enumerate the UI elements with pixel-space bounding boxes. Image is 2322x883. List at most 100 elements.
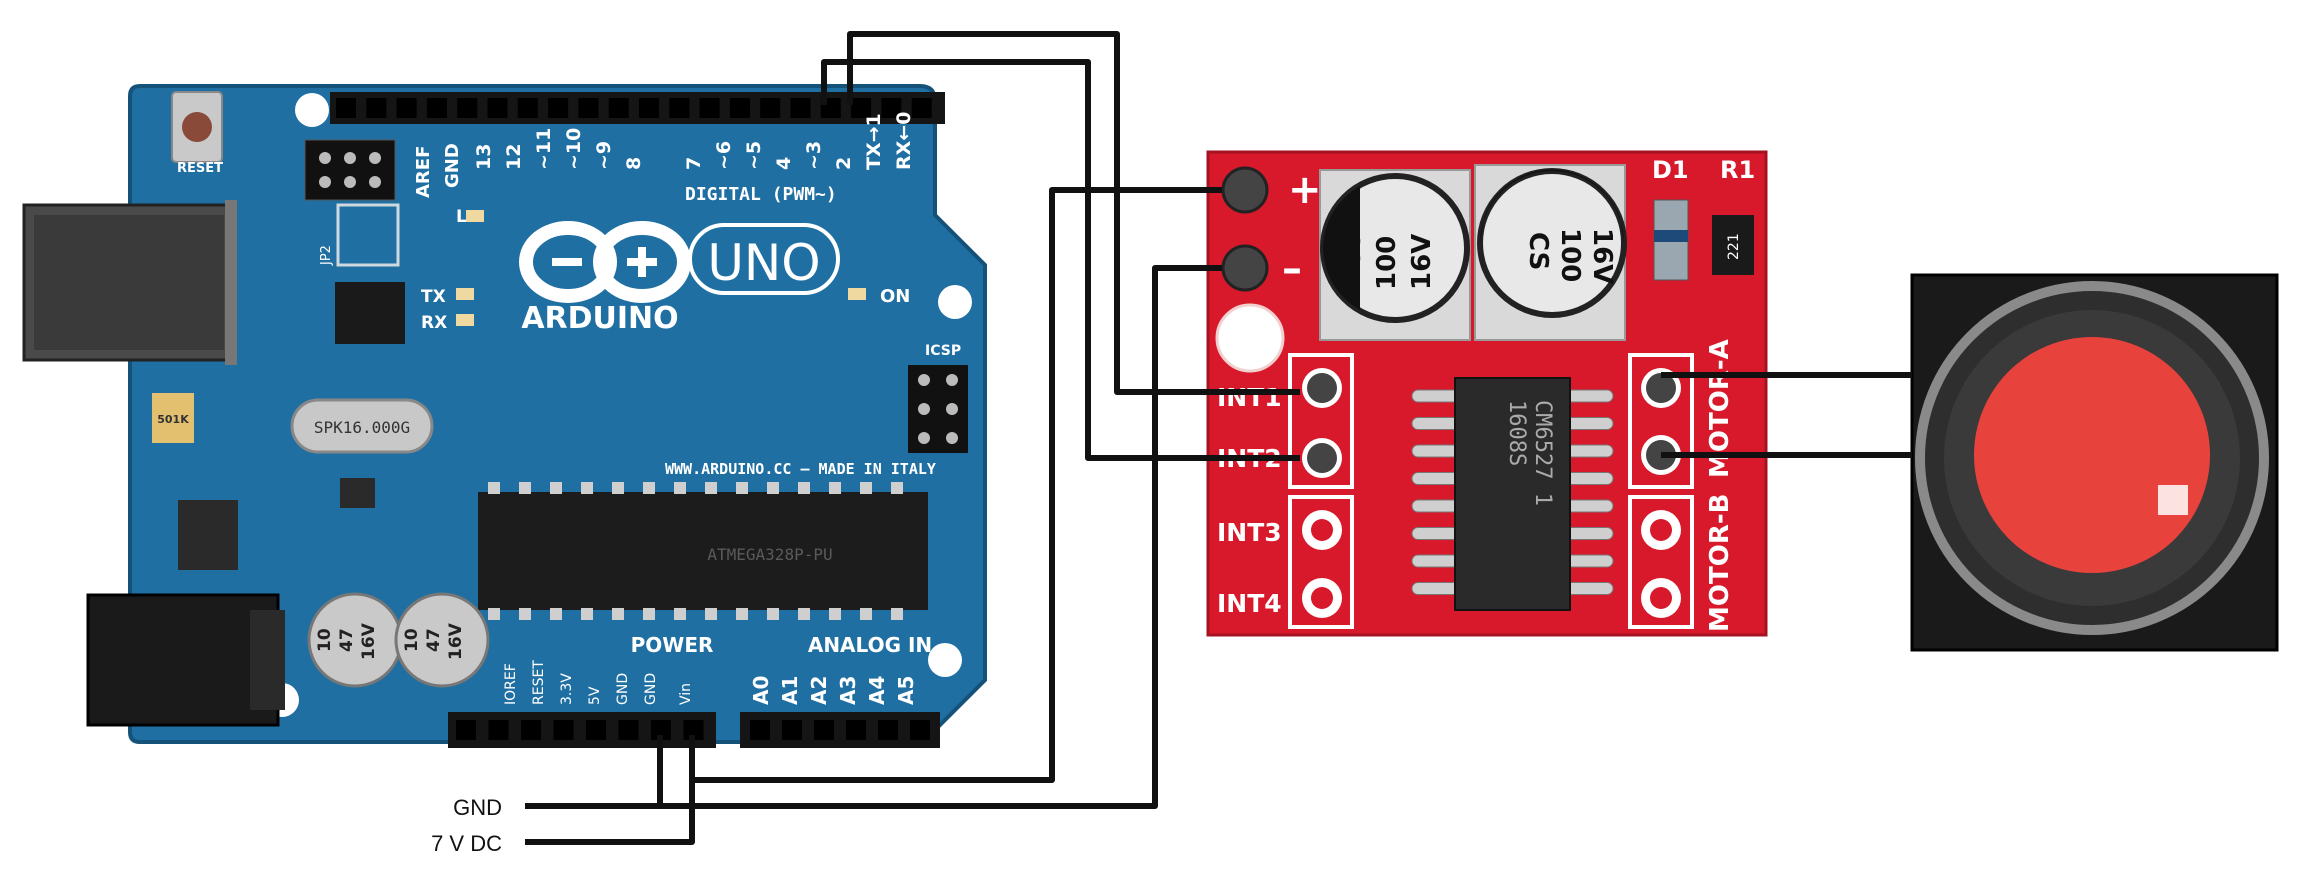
cap-value: 100 (1555, 228, 1585, 282)
digital-pin-label: ~3 (803, 141, 825, 170)
crystal-text: SPK16.000G (314, 418, 410, 437)
header-socket (814, 720, 834, 740)
power-pin-label: GND (615, 673, 631, 705)
ic-leg (1564, 417, 1614, 430)
digital-pin-label: ~5 (743, 141, 765, 170)
chip-leg (674, 482, 686, 494)
plus-label: + (1288, 167, 1322, 213)
analog-pin-label: A0 (749, 676, 773, 705)
power-pin-label: GND (643, 673, 659, 705)
header-socket (456, 720, 476, 740)
chip-legs (488, 482, 903, 620)
cap-value: 100 (1372, 236, 1402, 290)
cap-voltage: 16V (1587, 228, 1617, 284)
chip-leg (736, 608, 748, 620)
chip-leg (705, 608, 717, 620)
arduino-logo: ARDUINO UNO (519, 221, 840, 336)
resistor-code: 221 (1726, 233, 1742, 260)
header-socket (517, 98, 538, 118)
chip-leg (705, 482, 717, 494)
arduino-brand: ARDUINO (521, 301, 678, 336)
minus-label: – (1282, 246, 1302, 292)
digital-pin-label: ~11 (533, 128, 555, 170)
ic-text-2: CM6527 1 (1530, 400, 1555, 506)
arduino-capacitor-1: 10 47 16V (307, 592, 403, 688)
cap-brand: CS (1523, 232, 1553, 270)
reset-label: RESET (177, 161, 223, 176)
header-socket (488, 720, 509, 740)
power-pin-label: RESET (531, 660, 547, 705)
pad-int3 (1302, 510, 1342, 550)
wire-vdc-supply (525, 780, 695, 845)
ic-leg (1411, 499, 1461, 513)
chip-leg (736, 482, 748, 494)
header-socket (910, 720, 930, 740)
smd-chip (340, 478, 375, 508)
digital-pin-label: TX→1 (863, 113, 885, 170)
chip-leg (798, 482, 810, 494)
digital-pin-label: 13 (473, 144, 495, 170)
digital-sockets (336, 98, 932, 118)
power-label: POWER (631, 633, 714, 657)
header-socket (426, 98, 447, 118)
chip-leg (829, 608, 841, 620)
motor-b-label: MOTOR-B (1705, 494, 1735, 632)
driver-ic: 1608S CM6527 1 (1411, 377, 1614, 611)
header-socket (553, 720, 574, 740)
header-socket (750, 720, 770, 740)
vdc-supply-label: 7 V DC (431, 831, 502, 856)
header-socket (878, 720, 898, 740)
chip-leg (550, 608, 562, 620)
gnd-supply-label: GND (453, 795, 502, 820)
digital-pin-label: 4 (773, 157, 795, 170)
chip-leg (767, 482, 779, 494)
ic-leg (1564, 444, 1614, 458)
cap-value: 10 (402, 628, 422, 652)
diode (1653, 199, 1689, 281)
ic-leg (1411, 554, 1461, 568)
pad-int1 (1302, 368, 1342, 408)
power-jack (86, 593, 285, 727)
mount-hole (938, 285, 972, 319)
power-header (448, 712, 716, 748)
analog-sockets (750, 720, 930, 740)
mount-hole (295, 93, 329, 127)
jp2-header: JP2 (304, 139, 400, 267)
header-socket (651, 720, 671, 740)
header-socket (881, 98, 902, 118)
cap-value: 47 (424, 628, 444, 652)
crystal: SPK16.000G (290, 398, 434, 454)
ic-leg (1411, 527, 1461, 540)
chip-leg (581, 608, 593, 620)
wire-gnd-minus (657, 265, 1222, 809)
pad-int4 (1302, 578, 1342, 618)
driver-mount-hole (1215, 303, 1285, 373)
header-socket (396, 98, 417, 118)
ic-text-1: 1608S (1504, 400, 1529, 466)
ic-leg (1564, 554, 1614, 568)
ic-leg (1564, 527, 1614, 540)
int4-label: INT4 (1217, 589, 1282, 618)
header-socket (548, 98, 569, 118)
r1-label: R1 (1720, 156, 1755, 184)
ic-leg (1411, 472, 1461, 485)
chip-text: ATMEGA328P-PU (707, 545, 832, 564)
header-socket (683, 720, 704, 740)
header-socket (911, 98, 932, 118)
cap-voltage: 16V (1407, 234, 1437, 290)
gnd-top-label: GND (442, 143, 463, 188)
analog-pin-label: A1 (778, 676, 802, 705)
chip-leg (612, 608, 624, 620)
analog-pin-label: A5 (894, 676, 918, 705)
power-pin-label: 3.3V (559, 673, 575, 705)
header-socket (336, 98, 356, 118)
resistor-text: 501K (157, 413, 189, 426)
digital-pin-label: 2 (833, 157, 855, 170)
atmega-chip: ATMEGA328P-PU (478, 482, 928, 620)
reset-button: RESET (171, 91, 223, 176)
red-motor-button (1910, 273, 2279, 652)
chip-leg (612, 482, 624, 494)
